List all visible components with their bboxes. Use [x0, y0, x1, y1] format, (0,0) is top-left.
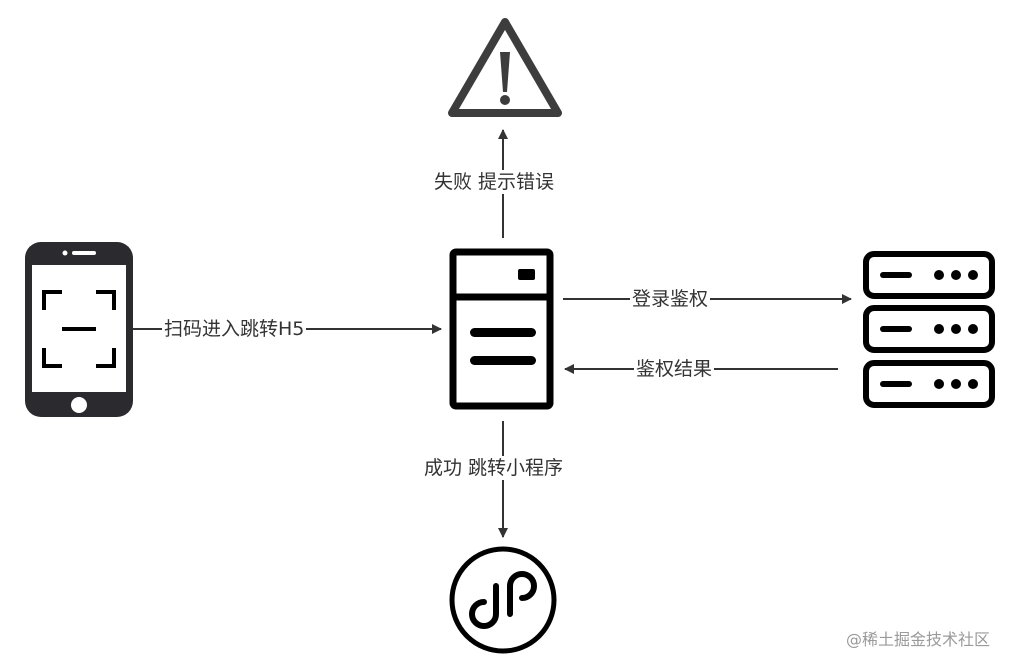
scan-frame-icon: [42, 290, 116, 368]
edge-label-fail: 失败 提示错误: [432, 170, 557, 194]
edge-label-scan: 扫码进入跳转H5: [162, 317, 307, 341]
edge-label-success: 成功 跳转小程序: [422, 456, 566, 480]
watermark: @稀土掘金技术社区: [846, 630, 991, 649]
warning-icon: [448, 18, 562, 117]
database-server-icon: [863, 251, 995, 408]
mini-program-icon: [449, 546, 557, 654]
server-icon: [449, 248, 554, 410]
edge-label-login: 登录鉴权: [630, 287, 711, 311]
edge-label-result: 鉴权结果: [634, 357, 715, 381]
